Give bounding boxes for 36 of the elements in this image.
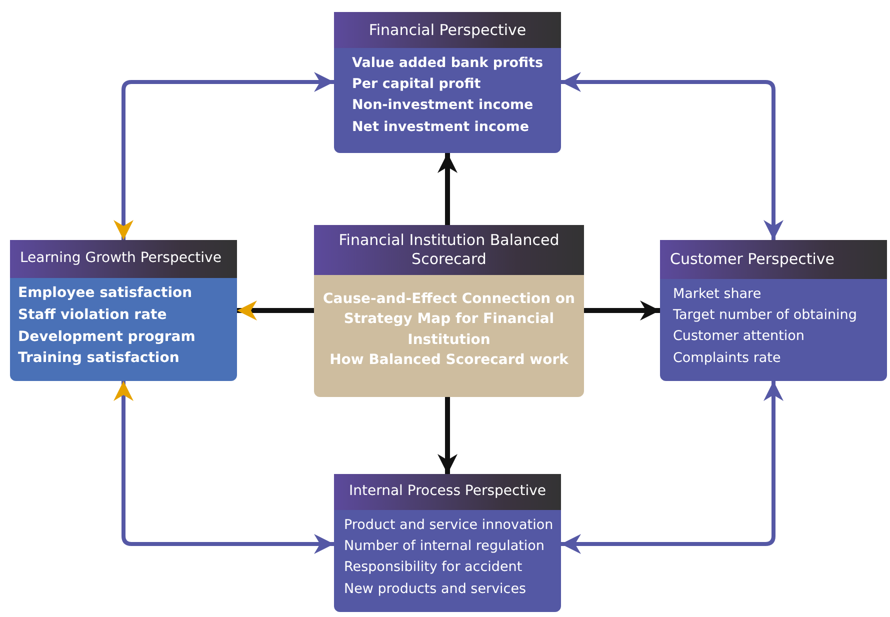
perspective-card — [334, 12, 561, 153]
measure-text: New products and services — [344, 580, 528, 597]
arrow — [561, 72, 784, 240]
card-header: Financial Perspective — [334, 12, 561, 48]
card-header: Financial Institution Balanced Scorecard — [314, 225, 584, 275]
arrow — [584, 300, 660, 320]
measure-text: Employee satisfaction — [18, 285, 194, 302]
card-header: Customer Perspective — [660, 240, 887, 279]
arrow — [561, 381, 784, 554]
measure-text: Target number of obtaining — [673, 307, 858, 324]
measure-text: Per capital profit — [352, 76, 482, 92]
measure-text: Market share — [673, 286, 762, 302]
card-text: Cause-and-Effect Connection on Strategy Map for Financial Institution — [322, 290, 576, 350]
measure-text: Product and service innovation — [344, 517, 554, 534]
measure-text: Complaints rate — [673, 350, 782, 366]
measure-text: Responsibility for accident — [344, 559, 524, 576]
measure-text: Staff violation rate — [18, 306, 168, 324]
perspective-card — [334, 474, 561, 612]
arrow — [438, 153, 458, 225]
arrow — [438, 397, 458, 474]
measure-text: Net investment income — [352, 118, 530, 135]
measure-text: Development program — [18, 328, 196, 346]
perspective-card — [660, 240, 887, 381]
measure-text: Non-investment income — [352, 97, 534, 114]
card-header: Internal Process Perspective — [334, 474, 561, 510]
arrow — [114, 72, 334, 240]
card-text: How Balanced Scorecard work — [328, 350, 570, 370]
arrow — [114, 381, 334, 554]
measure-text: Value added bank profits — [352, 55, 544, 72]
measure-text: Training satisfaction — [18, 350, 180, 368]
scorecard-card — [314, 225, 584, 397]
measure-text: Number of internal regulation — [344, 538, 546, 554]
perspective-card — [10, 240, 237, 381]
arrow — [237, 300, 314, 320]
card-header: Learning Growth Perspective — [10, 240, 237, 278]
measure-text: Customer attention — [673, 328, 806, 345]
